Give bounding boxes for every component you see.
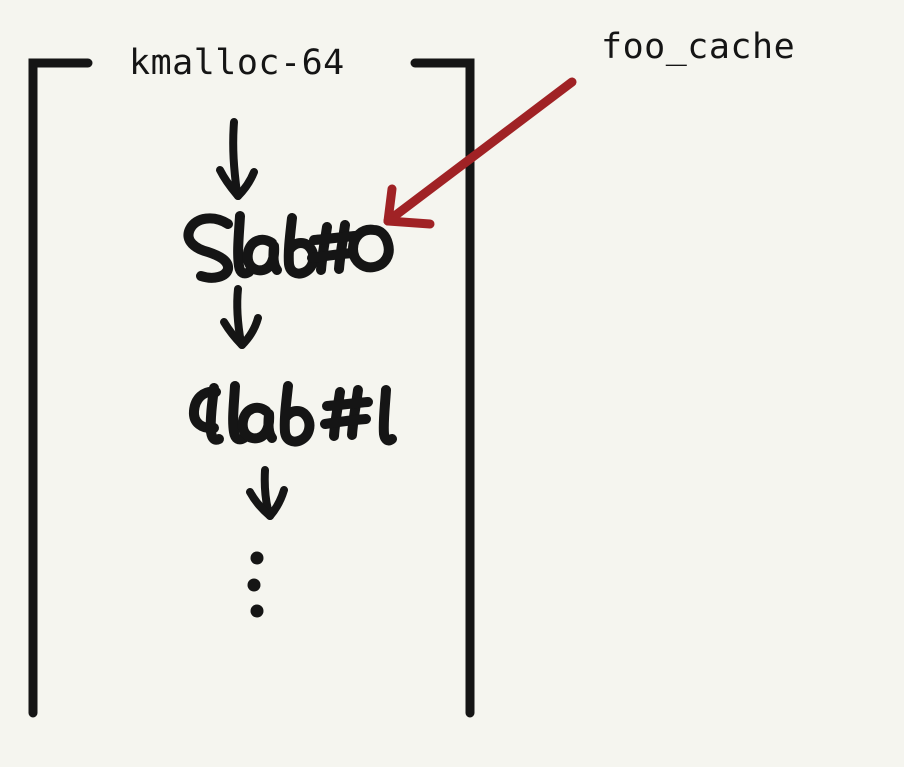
slab-0-handwritten-label xyxy=(183,211,394,283)
foo-cache-label: foo_cache xyxy=(601,27,796,67)
red-annotation-arrow xyxy=(383,77,577,229)
left-bracket xyxy=(28,58,93,718)
down-arrow-2 xyxy=(220,285,262,349)
kmalloc-cache-label: kmalloc-64 xyxy=(129,43,345,83)
down-arrow-1 xyxy=(216,118,258,200)
vertical-ellipsis xyxy=(247,551,264,618)
slab-1-handwritten-label xyxy=(188,381,397,447)
down-arrow-3 xyxy=(246,466,288,520)
right-bracket xyxy=(410,58,475,718)
